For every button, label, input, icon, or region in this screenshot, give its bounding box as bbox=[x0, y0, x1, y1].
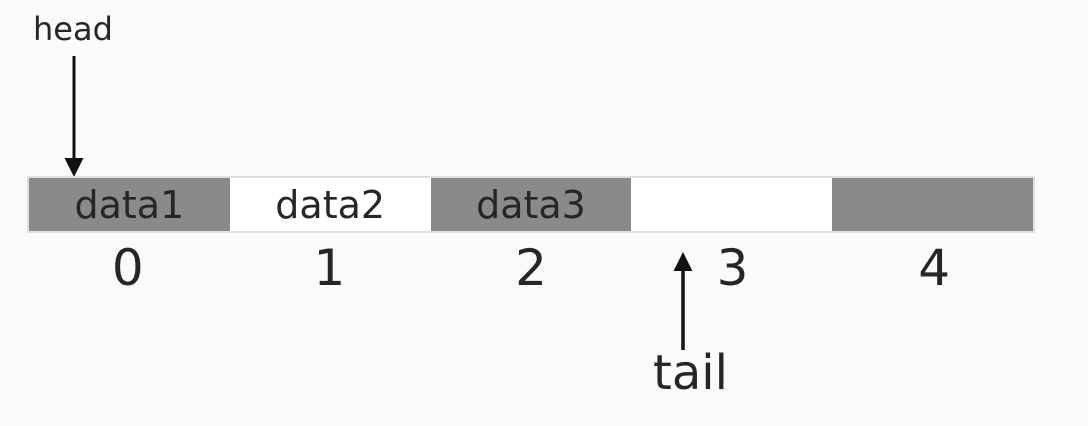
head-arrow-icon bbox=[64, 56, 84, 177]
index-label-3: 3 bbox=[716, 239, 749, 297]
array-cell-3 bbox=[631, 178, 833, 231]
cell-value: data3 bbox=[476, 182, 586, 227]
index-label-0: 0 bbox=[111, 239, 144, 297]
head-pointer-label: head bbox=[33, 10, 113, 48]
cell-value: data1 bbox=[74, 182, 185, 227]
index-label-4: 4 bbox=[918, 239, 951, 297]
array-cell-2: data3 bbox=[430, 178, 632, 231]
array-strip: data1 data2 data3 bbox=[27, 176, 1035, 233]
array-cell-1: data2 bbox=[229, 178, 431, 231]
tail-pointer-label: tail bbox=[653, 345, 728, 401]
index-label-1: 1 bbox=[313, 239, 346, 297]
cell-value: data2 bbox=[275, 182, 386, 227]
array-cell-4 bbox=[832, 178, 1033, 231]
index-label-2: 2 bbox=[515, 239, 547, 297]
tail-arrow-icon bbox=[673, 252, 693, 350]
index-row: 0 1 2 3 4 bbox=[27, 243, 1035, 293]
array-cell-0: data1 bbox=[29, 178, 230, 231]
